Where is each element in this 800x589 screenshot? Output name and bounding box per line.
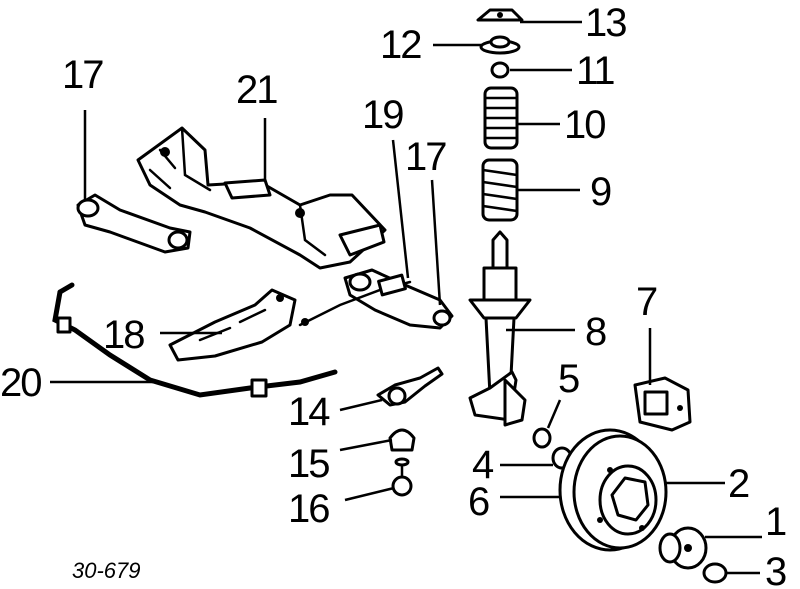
callout-14: 14 [288,390,330,434]
spacer-part [532,427,552,449]
callout-16: 16 [288,487,329,531]
callout-8: 8 [585,310,606,354]
callout-5: 5 [558,357,579,401]
brake-caliper-part [633,376,692,432]
callout-4: 4 [472,443,494,487]
ball-joint-part [391,457,413,497]
reference-code: 30-679 [72,558,141,583]
callout-2: 2 [728,462,749,506]
callout-19: 19 [362,93,403,137]
callout-21: 21 [236,68,277,112]
leader-lines [50,20,762,575]
tie-rod-end-part [376,366,444,407]
bump-stop-part [490,61,510,79]
coil-spring-part [481,158,519,222]
callout-11: 11 [576,49,614,93]
callout-15: 15 [288,442,329,486]
callout-20: 20 [0,361,41,405]
lower-control-arm-left-part [76,193,192,254]
callout-1: 1 [765,500,786,544]
callout-7: 7 [636,280,657,324]
strut-bellows-part [483,86,519,150]
brake-disc-part [558,428,668,552]
callout-17-right: 17 [405,135,446,179]
callout-13: 13 [585,1,626,45]
callout-9: 9 [590,170,611,214]
strut-assembly-part [468,230,532,427]
strut-mount-part [476,8,524,22]
dust-boot-part [388,428,416,452]
callout-17-left: 17 [62,53,103,97]
tension-rod-part [298,273,412,327]
crossmember-part [136,126,387,270]
callout-3: 3 [765,550,786,589]
stabilizer-bar-part [52,282,338,398]
grease-cap-part [702,562,728,584]
bearing-plate-part [479,35,521,55]
callout-12: 12 [380,23,421,67]
callout-10: 10 [564,103,605,147]
hub-nut-part [658,526,708,570]
lower-arm-plate-part [168,288,297,362]
callout-18: 18 [103,313,144,357]
callout-6: 6 [468,480,489,524]
